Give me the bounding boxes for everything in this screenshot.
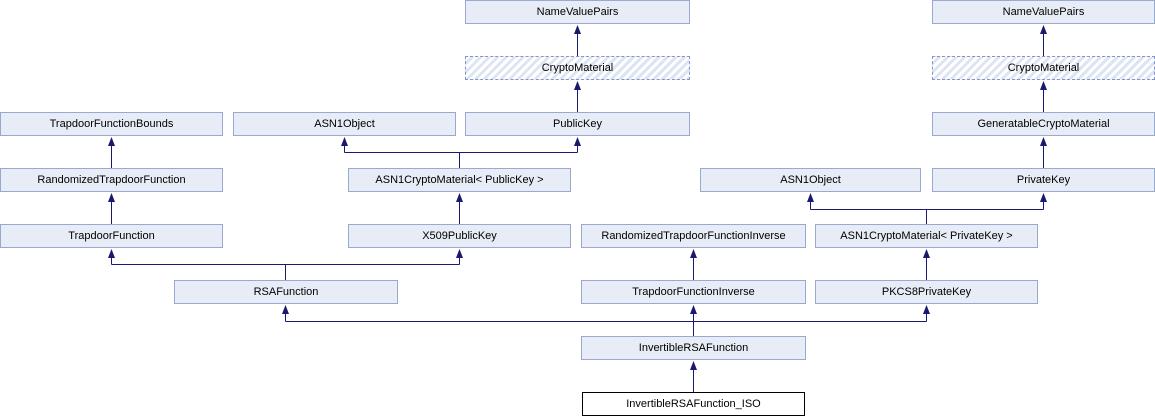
- class-node-asn1cryptomaterial-privatekey[interactable]: ASN1CryptoMaterial< PrivateKey >: [815, 224, 1038, 248]
- class-node-trapdoorfunctionbounds[interactable]: TrapdoorFunctionBounds: [0, 112, 223, 136]
- class-node-privatekey[interactable]: PrivateKey: [932, 168, 1155, 192]
- class-node-pkcs8privatekey[interactable]: PKCS8PrivateKey: [815, 280, 1038, 304]
- edge-arrowheads: [108, 25, 1047, 370]
- class-node-invertiblersafunction-iso: InvertibleRSAFunction_ISO: [582, 392, 805, 416]
- class-node-randomizedtrapdoorfunctioninverse[interactable]: RandomizedTrapdoorFunctionInverse: [581, 224, 806, 248]
- class-node-x509publickey[interactable]: X509PublicKey: [348, 224, 571, 248]
- class-node-namevaluepairs-right[interactable]: NameValuePairs: [932, 0, 1155, 24]
- class-node-invertiblersafunction[interactable]: InvertibleRSAFunction: [581, 336, 806, 360]
- class-node-randomizedtrapdoorfunction[interactable]: RandomizedTrapdoorFunction: [0, 168, 223, 192]
- class-node-publickey[interactable]: PublicKey: [465, 112, 690, 136]
- class-node-cryptomaterial-right[interactable]: CryptoMaterial: [932, 56, 1155, 80]
- class-node-trapdoorfunction[interactable]: TrapdoorFunction: [0, 224, 223, 248]
- class-node-namevaluepairs-center[interactable]: NameValuePairs: [465, 0, 690, 24]
- class-node-asn1object-right[interactable]: ASN1Object: [700, 168, 921, 192]
- class-node-generatablecryptomaterial[interactable]: GeneratableCryptoMaterial: [932, 112, 1155, 136]
- edge-lines: [111, 26, 1044, 392]
- class-node-cryptomaterial-center[interactable]: CryptoMaterial: [465, 56, 690, 80]
- edge-straight-lines: [111, 26, 1044, 392]
- class-node-trapdoorfunctioninverse[interactable]: TrapdoorFunctionInverse: [581, 280, 806, 304]
- class-node-rsafunction[interactable]: RSAFunction: [174, 280, 398, 304]
- class-node-asn1cryptomaterial-publickey[interactable]: ASN1CryptoMaterial< PublicKey >: [348, 168, 571, 192]
- class-node-asn1object-left[interactable]: ASN1Object: [233, 112, 456, 136]
